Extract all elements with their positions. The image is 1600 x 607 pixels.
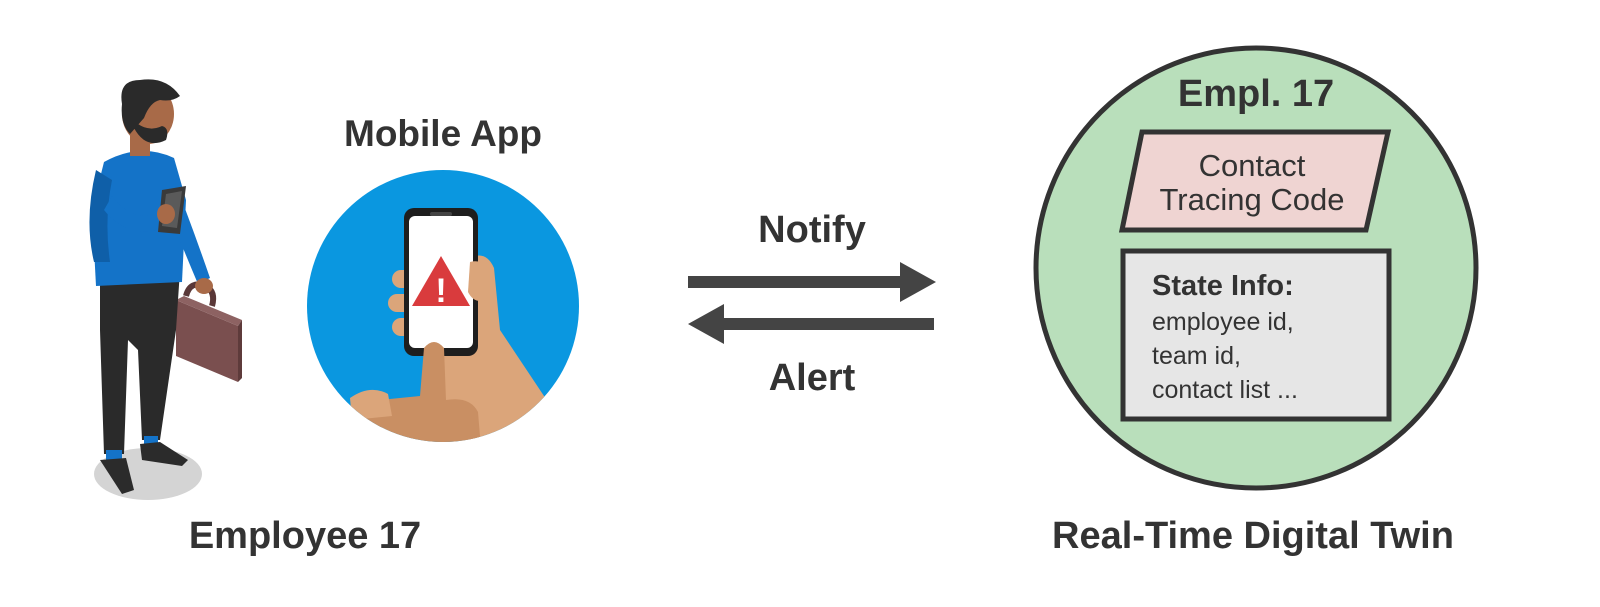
notify-arrow <box>688 262 936 302</box>
employee-figure <box>89 79 242 500</box>
person-caption: Employee 17 <box>189 515 421 557</box>
code-box-line1: Contact <box>1199 148 1306 183</box>
state-info-line: contact list ... <box>1152 376 1298 404</box>
notify-label: Notify <box>758 209 866 251</box>
twin-circle-title: Empl. 17 <box>1178 73 1334 115</box>
alert-label: Alert <box>769 357 856 399</box>
person-head <box>121 79 180 144</box>
state-info-line: team id, <box>1152 342 1241 370</box>
code-box-line2: Tracing Code <box>1160 182 1345 217</box>
alert-arrow <box>688 304 934 344</box>
state-info-heading: State Info: <box>1152 270 1294 302</box>
contact-tracing-code-box: Contact Tracing Code <box>1118 129 1392 233</box>
person-legs <box>100 270 180 454</box>
warning-icon: ! <box>412 256 470 310</box>
state-info-box: State Info: employee id, team id, contac… <box>1120 248 1392 422</box>
mobile-app-title: Mobile App <box>344 113 542 154</box>
person-shoe-right <box>140 442 188 466</box>
state-info-line: employee id, <box>1152 308 1294 336</box>
mobile-app-illustration: ! <box>307 170 579 442</box>
warning-symbol: ! <box>435 272 446 310</box>
digital-twin-caption: Real-Time Digital Twin <box>1052 515 1454 557</box>
person-shoe-left <box>100 458 134 494</box>
briefcase-icon <box>176 281 242 382</box>
